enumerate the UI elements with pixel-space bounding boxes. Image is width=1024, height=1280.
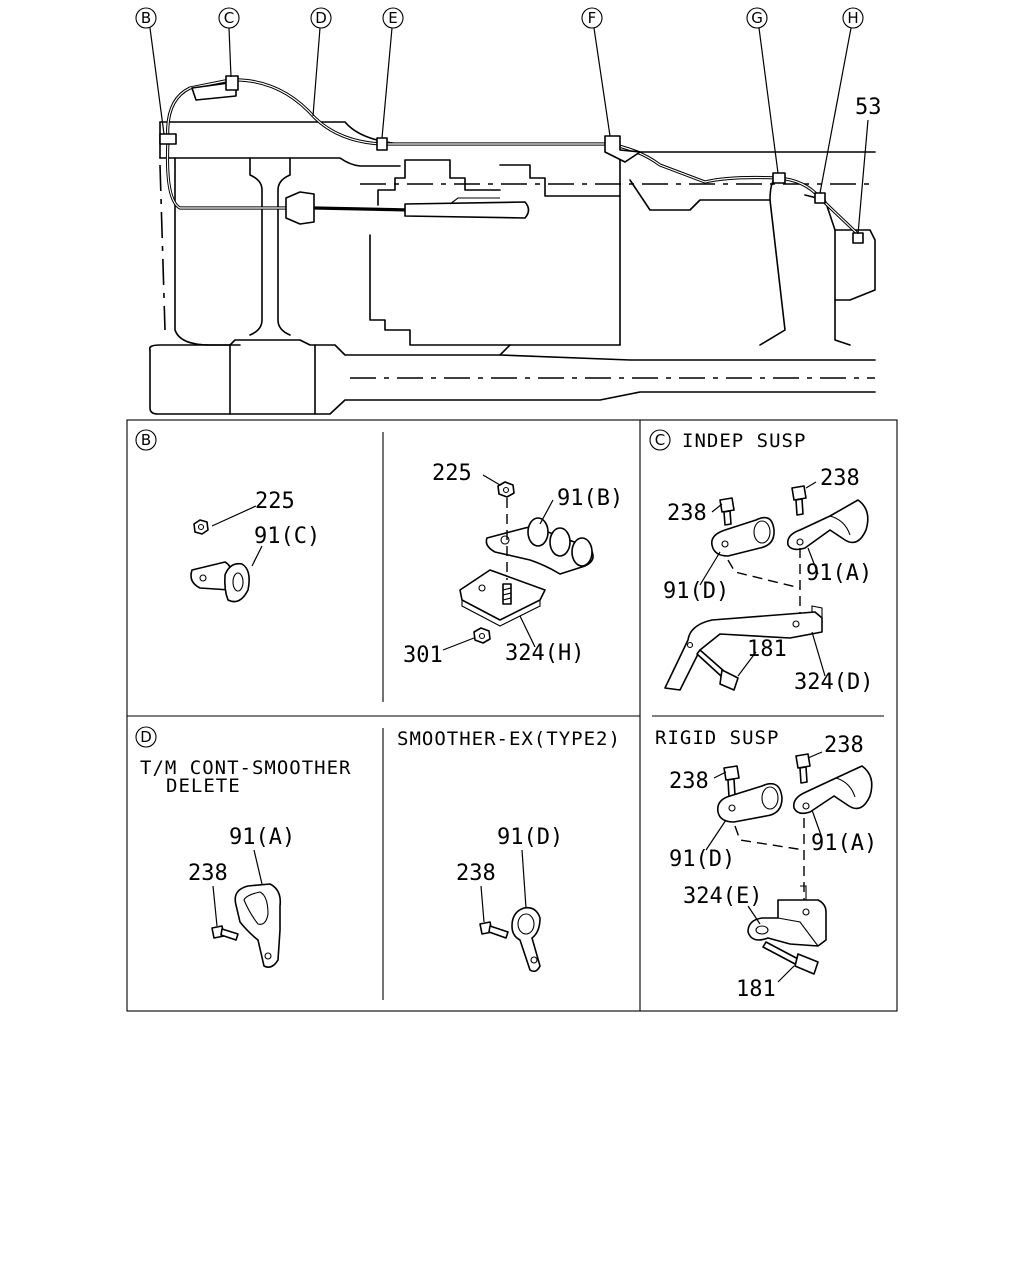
bolt-238-indep-left-icon bbox=[719, 497, 735, 526]
left-title-line1: T/M CONT-SMOOTHER bbox=[140, 757, 351, 779]
clip-91b-icon bbox=[485, 517, 594, 575]
bracket-324h-icon bbox=[459, 569, 546, 627]
nut-225-icon bbox=[193, 519, 209, 535]
clip-91c-icon bbox=[190, 561, 250, 603]
label-238-indep-right: 238 bbox=[820, 466, 860, 491]
label-181-rigid: 181 bbox=[736, 977, 776, 1002]
svg-text:D: D bbox=[315, 9, 327, 27]
bolt-238-rigid-right-icon bbox=[795, 753, 811, 784]
callout-g: G bbox=[746, 7, 779, 174]
bolt-238-indep-right-icon bbox=[791, 485, 807, 516]
label-324d: 324(D) bbox=[794, 670, 873, 695]
bolt-238-rigid-left-icon bbox=[723, 765, 740, 798]
label-238-d-left: 238 bbox=[188, 861, 228, 886]
indep-susp-title: INDEP SUSP bbox=[682, 430, 806, 452]
label-91d-rigid: 91(D) bbox=[669, 847, 735, 872]
svg-text:H: H bbox=[847, 9, 858, 27]
label-238-rigid-left: 238 bbox=[669, 769, 709, 794]
panel-d: D T/M CONT-SMOOTHER DELETE SMOOTHER-EX(T… bbox=[135, 726, 621, 973]
label-238-indep-left: 238 bbox=[667, 501, 707, 526]
callout-e: E bbox=[381, 7, 404, 139]
label-91b: 91(B) bbox=[557, 486, 623, 511]
svg-text:C: C bbox=[224, 9, 234, 27]
svg-text:B: B bbox=[141, 9, 151, 27]
label-91d-indep: 91(D) bbox=[663, 579, 729, 604]
label-225-right: 225 bbox=[432, 461, 472, 486]
clip-91a-rigid-icon bbox=[792, 765, 873, 815]
panel-c: C INDEP SUSP bbox=[649, 429, 877, 1002]
detail-frames bbox=[126, 419, 898, 1012]
label-91a-rigid: 91(A) bbox=[811, 831, 877, 856]
label-91c: 91(C) bbox=[254, 524, 320, 549]
right-title: SMOOTHER-EX(TYPE2) bbox=[397, 728, 621, 750]
nut-301-icon bbox=[473, 627, 491, 644]
callout-c: C bbox=[218, 7, 240, 78]
bracket-324e-icon bbox=[747, 885, 827, 947]
label-91a-indep: 91(A) bbox=[806, 561, 872, 586]
callout-f: F bbox=[581, 7, 611, 137]
label-53: 53 bbox=[855, 95, 882, 235]
svg-text:E: E bbox=[388, 9, 397, 27]
panel-c-letter: C bbox=[655, 431, 665, 449]
label-225-left: 225 bbox=[255, 489, 295, 514]
clip-91a-d-icon bbox=[234, 883, 282, 968]
clip-91d-indep-icon bbox=[710, 516, 775, 557]
label-181-indep: 181 bbox=[747, 637, 787, 662]
label-91a-d: 91(A) bbox=[229, 825, 295, 850]
panel-b: B 225 91(C) bbox=[135, 429, 623, 668]
callout-b: B bbox=[135, 7, 165, 135]
panel-b-letter: B bbox=[141, 431, 151, 449]
label-238-d-right: 238 bbox=[456, 861, 496, 886]
bolt-181-rigid-icon bbox=[762, 941, 819, 975]
callout-h: H bbox=[819, 7, 864, 194]
label-301: 301 bbox=[403, 643, 443, 668]
label-324h: 324(H) bbox=[505, 641, 584, 666]
label-324e: 324(E) bbox=[683, 884, 762, 909]
label-238-rigid-right: 238 bbox=[824, 733, 864, 758]
svg-text:53: 53 bbox=[855, 95, 882, 120]
label-91d-d: 91(D) bbox=[497, 825, 563, 850]
bracket-324d-icon bbox=[664, 605, 823, 691]
rigid-susp-title: RIGID SUSP bbox=[655, 727, 779, 749]
left-title-line2: DELETE bbox=[166, 775, 241, 797]
overview-callouts: B C D E F G H bbox=[135, 7, 882, 235]
nut-225-right-icon bbox=[497, 481, 515, 498]
overview-drawing bbox=[148, 75, 876, 415]
bolt-181-indep-icon bbox=[696, 649, 739, 691]
bolt-238-d-left-icon bbox=[211, 925, 239, 941]
bolt-238-d-right-icon bbox=[479, 921, 509, 939]
callout-d: D bbox=[310, 7, 332, 117]
svg-text:F: F bbox=[588, 9, 597, 27]
svg-text:G: G bbox=[751, 9, 763, 27]
clip-91d-rigid-icon bbox=[716, 782, 783, 823]
panel-d-letter: D bbox=[140, 728, 152, 746]
clip-91d-d-icon bbox=[511, 906, 541, 973]
